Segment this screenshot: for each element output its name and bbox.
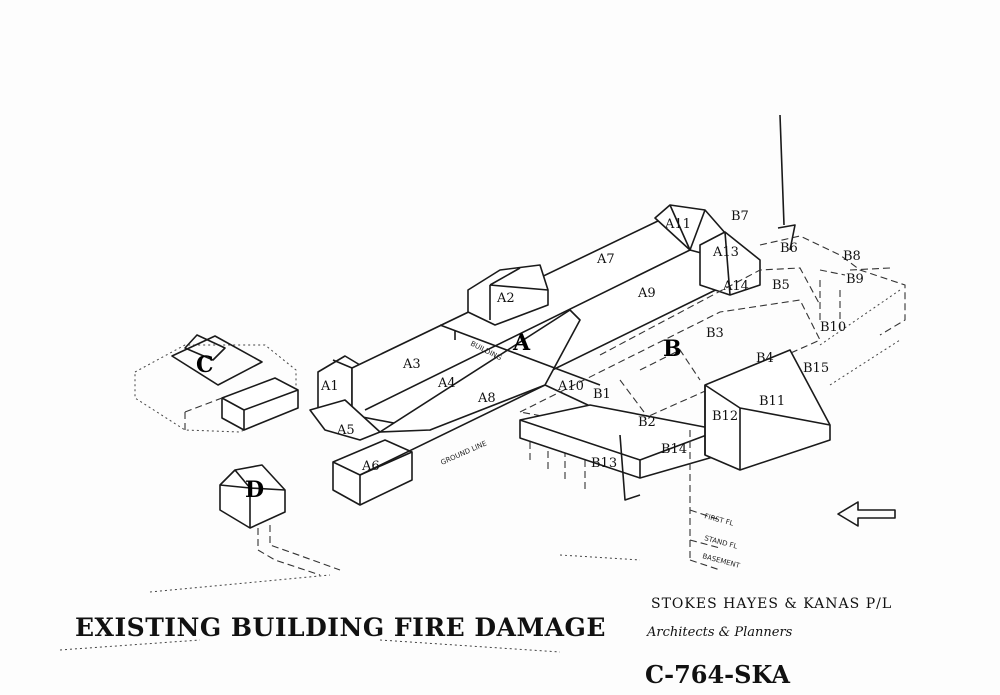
building-label-b: B	[663, 336, 682, 362]
zone-a4: A4	[437, 376, 456, 391]
zone-b5: B5	[772, 278, 790, 293]
zone-b15: B15	[803, 361, 829, 376]
annotation-basement: BASEMENT	[701, 552, 741, 570]
building-label-a: A	[512, 330, 531, 356]
annotation-stand-floor: STAND FL	[703, 534, 738, 550]
zone-a3: A3	[402, 357, 421, 372]
building-b	[518, 114, 906, 571]
building-d	[219, 464, 341, 576]
zone-b4: B4	[756, 351, 774, 366]
zone-a8: A8	[477, 391, 496, 406]
zone-a5: A5	[336, 423, 355, 438]
zone-b3: B3	[706, 326, 724, 341]
building-label-d: D	[245, 477, 264, 503]
zone-b6: B6	[780, 241, 798, 256]
zone-b12: B12	[712, 409, 738, 424]
zone-a7: A7	[596, 252, 615, 267]
zone-b9: B9	[846, 272, 864, 287]
zone-b11: B11	[759, 394, 785, 409]
zone-b1: B1	[593, 387, 611, 402]
zone-a10: A10	[557, 379, 584, 394]
zone-a11: A11	[664, 217, 691, 232]
zone-b13: B13	[591, 456, 617, 471]
building-c	[134, 334, 299, 433]
zone-a14: A14	[722, 279, 749, 294]
zone-b7: B7	[731, 209, 749, 224]
zone-a13: A13	[712, 245, 739, 260]
building-label-c: C	[196, 352, 214, 378]
sketch-marks	[59, 554, 641, 653]
firm-subtitle: Architects & Planners	[647, 625, 793, 640]
zone-a9: A9	[637, 286, 656, 301]
drawing-title: EXISTING BUILDING FIRE DAMAGE	[75, 613, 606, 642]
drawing-number: C-764-SKA	[645, 660, 790, 689]
annotation-ground-line: GROUND LINE	[440, 439, 488, 466]
north-arrow-icon	[837, 501, 896, 527]
zone-b2: B2	[638, 415, 656, 430]
annotation-first-floor: FIRST FL	[703, 512, 734, 527]
building-a	[309, 204, 761, 506]
zone-a1: A1	[320, 379, 339, 394]
zone-a6: A6	[361, 459, 380, 474]
zone-b8: B8	[843, 249, 861, 264]
zone-b14: B14	[661, 442, 687, 457]
zone-a2: A2	[496, 291, 515, 306]
zone-b10: B10	[820, 320, 846, 335]
firm-name: STOKES HAYES & KANAS P/L	[651, 596, 893, 612]
